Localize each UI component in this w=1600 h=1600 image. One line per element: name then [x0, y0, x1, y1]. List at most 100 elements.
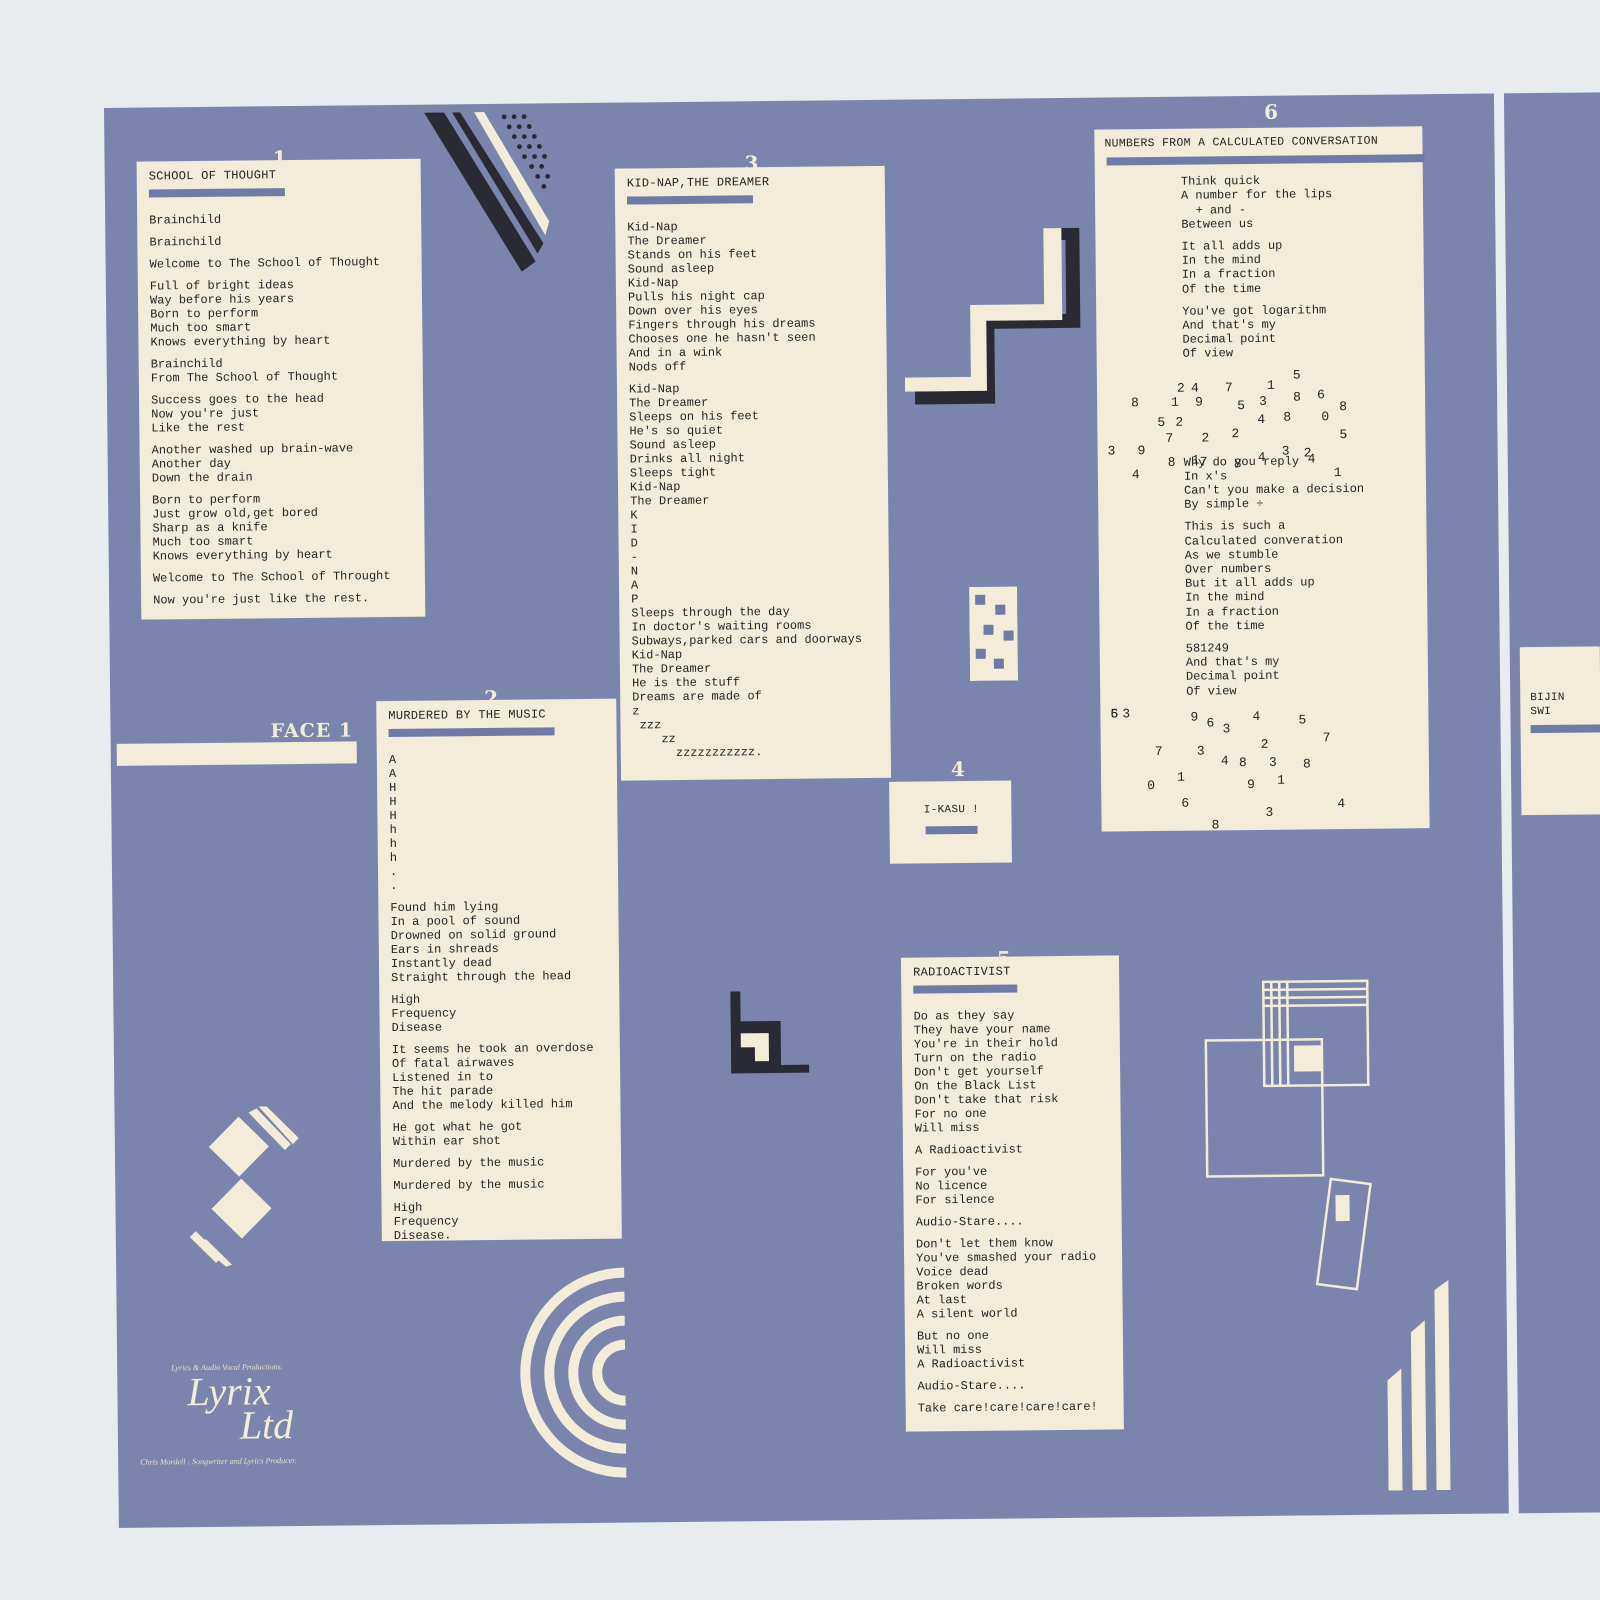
scatter-number: 7	[1154, 743, 1163, 759]
lyric-line: Brainchild	[149, 212, 222, 228]
face-bar	[116, 741, 357, 766]
concentric-arcs-graphic	[520, 1267, 627, 1478]
scatter-number: 3	[1107, 443, 1116, 459]
lyric-sheet: FACE 1 1 2 3 4 5 6 SCHOOL OF THOUGHT Bra…	[104, 87, 1600, 1528]
scatter-number: 7	[1224, 379, 1233, 395]
domino-graphic	[969, 586, 1019, 681]
scatter-number: 4	[1257, 411, 1266, 427]
lyric-line: Of the time	[1185, 618, 1265, 634]
song-title: MURDERED BY THE MUSIC	[388, 707, 546, 724]
scatter-number: 3	[1122, 706, 1131, 722]
lyric-line: Nods off	[628, 359, 687, 375]
scatter-number: 3	[1222, 721, 1231, 737]
scatter-number: 4	[1190, 380, 1199, 396]
lyric-line: By simple ÷	[1184, 497, 1264, 512]
lyric-line: Take care!care!care!care!	[917, 1399, 1098, 1416]
scatter-number: 8	[1131, 394, 1140, 410]
lyric-line: Of view	[1182, 346, 1234, 362]
scatter-number: 9	[1137, 442, 1146, 458]
stanza: Brainchild	[149, 233, 411, 250]
song-title: RADIOACTIVIST	[913, 964, 1011, 980]
stanza: A Radioactivist	[915, 1142, 1111, 1157]
lyric-line: Straight through the head	[391, 969, 572, 986]
scatter-number: 6	[1206, 715, 1215, 731]
lyric-line: Brainchild	[149, 234, 222, 250]
sheet-fold	[1493, 87, 1519, 1528]
scatter-number: 5	[1339, 426, 1348, 442]
face-label: FACE 1	[270, 719, 354, 743]
scatter-number: 4	[1307, 450, 1316, 467]
lyric-line: Audio-Stare....	[915, 1214, 1024, 1230]
lyric-line: Knows everything by heart	[152, 547, 333, 564]
song-title: SCHOOL OF THOUGHT	[148, 168, 277, 184]
scatter-number: 8	[1167, 454, 1176, 470]
title-underline	[913, 984, 1018, 994]
diamond-stripes-graphic	[189, 1106, 299, 1267]
lyric-panel-i-kasu: I-KASU !	[889, 780, 1012, 864]
scatter-number: 4	[1252, 708, 1261, 724]
scatter-number: 8	[1238, 754, 1247, 771]
scatter-number: 8	[1233, 455, 1242, 471]
scatter-number: 7	[1322, 730, 1331, 746]
lyric-line: Murdered by the music	[393, 1155, 545, 1172]
stanza: Audio-Stare....	[915, 1214, 1112, 1230]
scatter-number: 1	[1171, 394, 1180, 410]
lyric-line: And the melody killed him	[392, 1097, 573, 1114]
scatter-number: 5	[1237, 397, 1246, 413]
scatter-number: 4	[1131, 466, 1140, 482]
scatter-number: 1	[1333, 464, 1342, 480]
lyric-line: From The School of Thought	[150, 369, 339, 386]
scatter-number: 5	[1292, 367, 1301, 383]
stanza: Welcome to The School of Throught	[152, 569, 415, 586]
scatter-number: 2	[1260, 736, 1269, 752]
scatter-number: 1	[1266, 377, 1275, 393]
title-underline	[388, 727, 555, 738]
scatter-number: 5	[1157, 414, 1166, 430]
scatter-number: 5	[1298, 712, 1307, 728]
diagonal-stripe-graphic	[424, 112, 550, 272]
scatter-number: 7	[1199, 454, 1208, 470]
title-underline	[925, 825, 978, 835]
lyric-line: Will miss	[914, 1120, 980, 1136]
stanza: Now you're just like the rest.	[153, 591, 415, 607]
scatter-number: 9	[1247, 776, 1256, 792]
lyric-line: Within ear shot	[392, 1133, 501, 1150]
stanza: Murdered by the music	[393, 1177, 611, 1193]
lyric-line: Between us	[1181, 216, 1254, 232]
lyric-line: Welcome to The School of Throught	[152, 569, 391, 586]
lyric-line: .	[390, 878, 398, 894]
scatter-number: 3	[1196, 743, 1205, 759]
lyric-line: It seems he took an overdose	[391, 1040, 594, 1058]
lyric-panel-fragment-right: BIJIN SWI	[1519, 646, 1600, 816]
song-number-6: 6	[1263, 99, 1279, 124]
zigzag-step-graphic	[904, 227, 1081, 405]
lyric-line: For silence	[915, 1192, 995, 1208]
scatter-number: 3	[1281, 443, 1290, 459]
lyric-line: Of view	[1186, 683, 1237, 699]
song-title-fragment: BIJIN SWI	[1530, 691, 1565, 719]
vertical-bars-graphic	[1387, 1279, 1451, 1491]
lyric-line: Subways,parked cars and doorways	[631, 632, 863, 649]
